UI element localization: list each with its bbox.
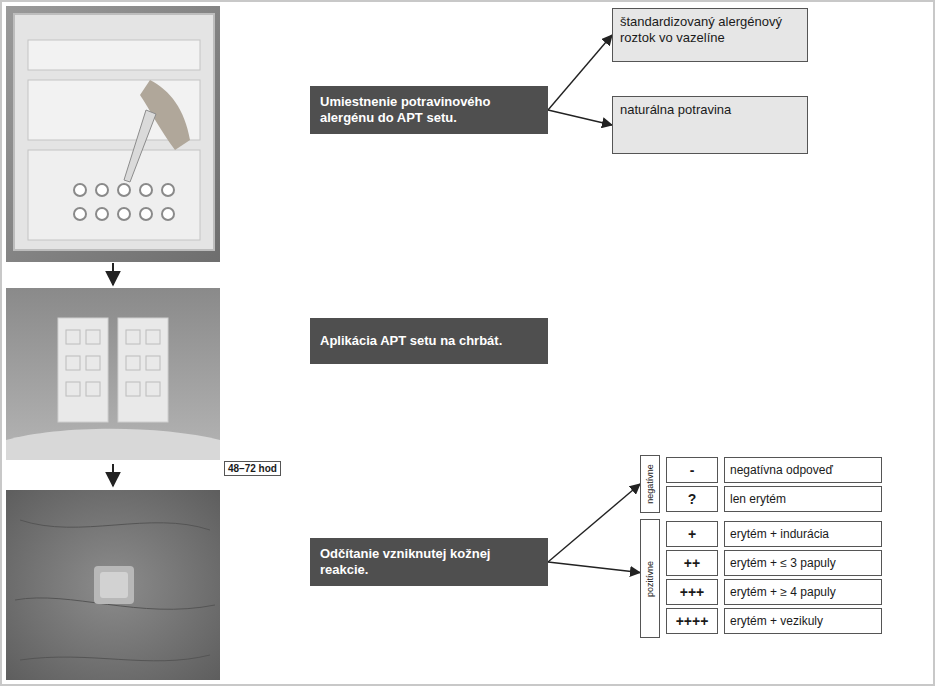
- box-text: pozitívne: [645, 560, 655, 596]
- grade-description: erytém + indurácia: [724, 521, 882, 547]
- option-box: štandardizovaný alergénový roztok vo vaz…: [612, 8, 808, 62]
- grade-symbol: +++: [666, 579, 718, 605]
- connector-arrow: [548, 484, 640, 562]
- tray-photo: [6, 6, 220, 262]
- grade-description: erytém + vezikuly: [724, 608, 882, 634]
- grade-description: negatívna odpoveď: [724, 457, 882, 483]
- option-box: naturálna potravina: [612, 96, 808, 154]
- step-arrow: [112, 464, 114, 486]
- result-band: negatívne: [640, 455, 660, 513]
- connector-arrow: [548, 562, 640, 573]
- grade-description: erytém + ≥ 4 papuly: [724, 579, 882, 605]
- grade-symbol: -: [666, 457, 718, 483]
- box-text: štandardizovaný alergénový roztok vo vaz…: [620, 14, 800, 46]
- connector-arrow: [548, 35, 612, 110]
- reaction-photo: [6, 490, 220, 680]
- grade-symbol: +: [666, 521, 718, 547]
- box-text: negatívne: [645, 464, 655, 504]
- step-box: Odčítanie vzniknutej kožnej reakcie.: [310, 538, 548, 586]
- step-box: Aplikácia APT setu na chrbát.: [310, 318, 548, 364]
- step-arrow: [112, 263, 114, 285]
- duration-label: 48–72 hod: [224, 461, 281, 476]
- grade-symbol: ++: [666, 550, 718, 576]
- grade-description: len erytém: [724, 486, 882, 512]
- box-text: naturálna potravina: [620, 102, 800, 118]
- grade-symbol: ++++: [666, 608, 718, 634]
- grade-symbol: ?: [666, 486, 718, 512]
- box-text: Odčítanie vzniknutej kožnej reakcie.: [320, 546, 538, 578]
- grade-description: erytém + ≤ 3 papuly: [724, 550, 882, 576]
- result-band: pozitívne: [640, 519, 660, 638]
- back-photo: [6, 288, 220, 460]
- box-text: Umiestnenie potravinového alergénu do AP…: [320, 94, 538, 126]
- connector-arrow: [548, 110, 612, 125]
- box-text: Aplikácia APT setu na chrbát.: [320, 333, 538, 349]
- step-box: Umiestnenie potravinového alergénu do AP…: [310, 86, 548, 134]
